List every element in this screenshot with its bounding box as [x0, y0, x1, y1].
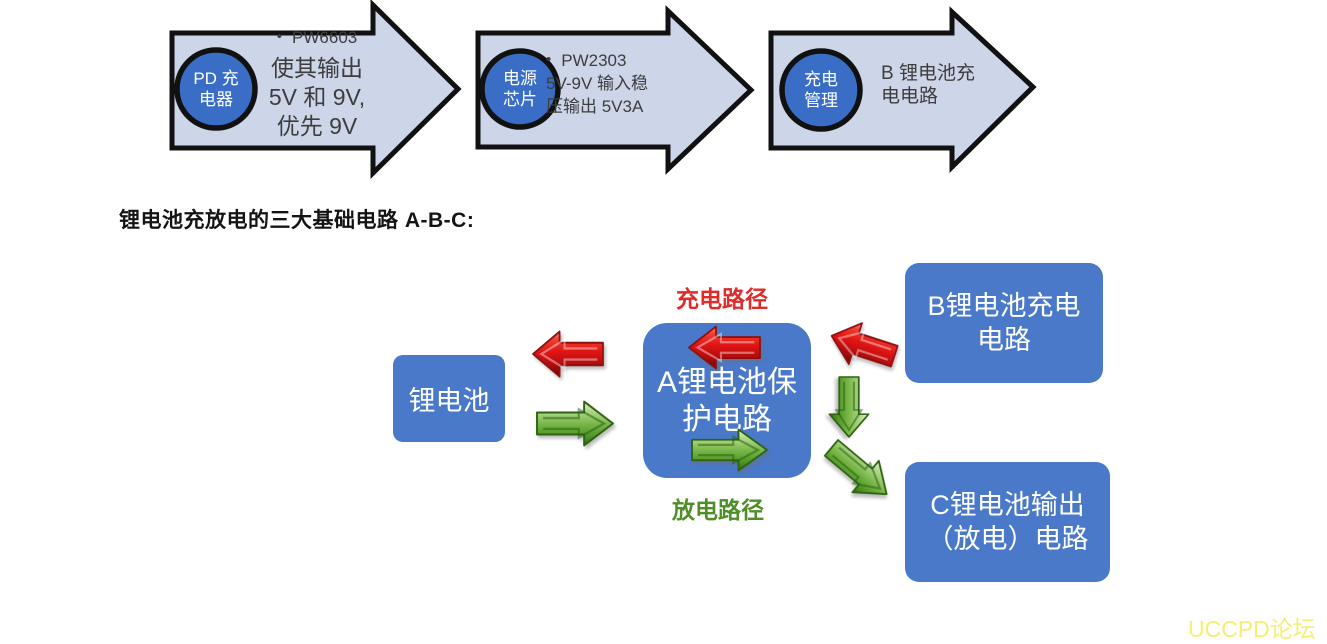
pd-charger-line1: PD 充: [193, 69, 239, 88]
power-chip-line2: 芯片: [503, 90, 537, 109]
charge-mgmt-line2: 管理: [804, 91, 838, 110]
arrow1-line1: 使其输出: [271, 55, 363, 81]
pd-charger-circle: [174, 47, 258, 131]
output-circuit-line2: （放电）电路: [926, 524, 1089, 554]
process-arrow-1-shape: [169, 0, 462, 179]
discharge-arrow-to-cbox-icon: [823, 439, 888, 496]
power-chip-circle-label: 电源 芯片: [470, 58, 570, 120]
charge-circuit-box: B锂电池充电 电路: [905, 263, 1103, 383]
protection-line2: 护电路: [682, 402, 772, 436]
chip-name-pw2303: •PW2303: [546, 48, 696, 72]
bullet-icon: •: [276, 28, 283, 45]
charge-mgmt-line1: 充电: [804, 70, 838, 89]
section-heading: 锂电池充放电的三大基础电路 A-B-C:: [119, 209, 475, 232]
pd-charger-circle-label: PD 充 电器: [166, 58, 266, 120]
discharge-path-label: 放电路径: [672, 497, 764, 523]
protection-line1: A锂电池保: [656, 365, 797, 399]
process-arrow-2-shape: [475, 5, 755, 175]
charge-arrow-from-bbox-icon: [830, 322, 899, 368]
battery-box: 锂电池: [393, 355, 505, 442]
process-arrow-2-text: •PW2303 5V-9V 输入稳 压输出 5V3A: [546, 48, 696, 118]
pd-charger-line2: 电器: [199, 90, 233, 109]
power-chip-line1: 电源: [503, 69, 537, 88]
battery-label: 锂电池: [408, 386, 490, 416]
process-arrows-layer: [169, 0, 1037, 179]
arrow1-line3: 优先 9V: [276, 113, 358, 139]
charge-mgmt-circle-label: 充电 管理: [771, 59, 871, 121]
charge-mgmt-circle: [779, 48, 863, 132]
charge-arrow-in-protect-icon: [688, 325, 761, 370]
process-arrow-3-text: B 锂电池充 电电路: [881, 62, 1011, 108]
arrow1-line2: 5V 和 9V,: [268, 84, 366, 110]
discharge-arrow-from-battery-icon: [536, 400, 614, 447]
arrow2-line2: 压输出 5V3A: [546, 97, 644, 116]
output-circuit-line1: C锂电池输出: [930, 490, 1085, 520]
arrow3-line2: 电电路: [881, 86, 939, 107]
bullet-icon: •: [546, 51, 552, 68]
charge-path-label: 充电路径: [676, 286, 768, 312]
chip-name-pw6603: •PW6603: [276, 28, 358, 47]
output-circuit-box: C锂电池输出 （放电）电路: [905, 462, 1110, 582]
charge-circuit-line2: 电路: [977, 325, 1031, 355]
arrow3-line1: B 锂电池充: [881, 63, 975, 84]
charge-circuit-line1: B锂电池充电: [927, 291, 1081, 321]
discharge-arrow-in-protect-icon: [691, 428, 768, 472]
discharge-arrow-down-icon: [828, 376, 870, 438]
watermark-text: UCCPD论坛: [1188, 616, 1316, 642]
process-arrow-1-text: •PW6603 使其输出 5V 和 9V, 优先 9V: [232, 27, 402, 141]
arrow2-line1: 5V-9V 输入稳: [546, 74, 649, 93]
charge-arrow-to-battery-icon: [532, 330, 604, 378]
power-chip-circle: [479, 48, 561, 130]
